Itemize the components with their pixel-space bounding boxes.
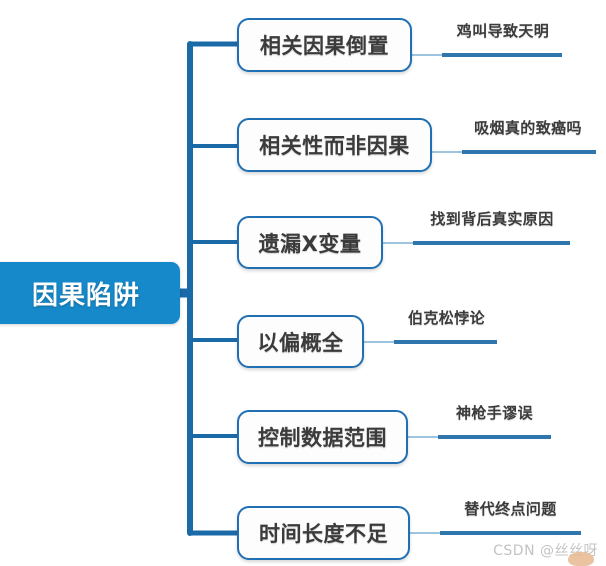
watermark-blob-icon <box>568 552 594 566</box>
root-node[interactable]: 因果陷阱 <box>0 262 180 324</box>
leaf-node-6-label: 替代终点问题 <box>464 500 557 518</box>
branch-node-5-label: 控制数据范围 <box>258 426 387 450</box>
leaf-node-2-label: 吸烟真的致癌吗 <box>474 119 582 137</box>
leaf-node-5[interactable]: 神枪手谬误 <box>438 402 551 423</box>
branch-node-3-label: 遗漏X变量 <box>258 231 362 256</box>
leaf-node-5-label: 神枪手谬误 <box>455 404 533 422</box>
leaf-node-1[interactable]: 鸡叫导致天明 <box>444 20 562 41</box>
leaf-node-6[interactable]: 替代终点问题 <box>440 498 581 519</box>
leaf-node-1-label: 鸡叫导致天明 <box>456 22 550 40</box>
leaf-node-4[interactable]: 伯克松悖论 <box>396 307 497 328</box>
leaf-node-2[interactable]: 吸烟真的致癌吗 <box>461 117 595 138</box>
branch-node-5[interactable]: 控制数据范围 <box>237 410 408 464</box>
watermark: CSDN @丝丝呀 <box>493 540 598 566</box>
leaf-node-3[interactable]: 找到背后真实原因 <box>414 208 570 229</box>
branch-node-6-label: 时间长度不足 <box>259 522 388 546</box>
branch-node-2[interactable]: 相关性而非因果 <box>237 118 432 172</box>
branch-node-3[interactable]: 遗漏X变量 <box>237 216 383 269</box>
branch-node-4[interactable]: 以偏概全 <box>237 315 364 368</box>
branch-node-1[interactable]: 相关因果倒置 <box>237 18 412 72</box>
root-node-label: 因果陷阱 <box>31 280 140 311</box>
branch-node-4-label: 以偏概全 <box>257 330 344 355</box>
branch-node-2-label: 相关性而非因果 <box>259 134 410 158</box>
branch-node-6[interactable]: 时间长度不足 <box>237 506 410 560</box>
leaf-node-3-label: 找到背后真实原因 <box>430 210 554 228</box>
branch-node-1-label: 相关因果倒置 <box>260 34 389 58</box>
leaf-node-4-label: 伯克松悖论 <box>407 309 485 327</box>
